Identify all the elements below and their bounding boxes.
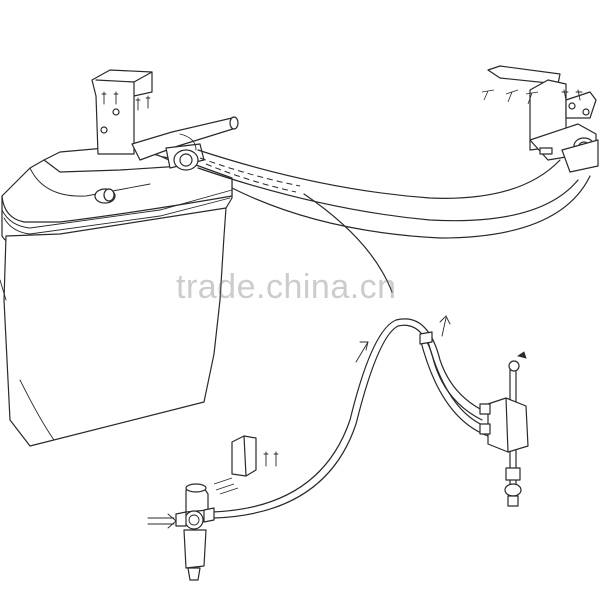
reservoir-tank xyxy=(0,145,233,447)
screw-set-wall xyxy=(481,89,590,116)
air-filter-regulator xyxy=(175,483,215,581)
breather-pipe xyxy=(131,116,239,171)
tank-mounting-bracket xyxy=(91,69,153,155)
air-tubing xyxy=(211,193,491,519)
inlet-arrow xyxy=(147,513,177,529)
pressure-switch-valve xyxy=(479,351,529,507)
wall-mounting-bracket xyxy=(481,65,599,173)
screw-set-tank xyxy=(100,91,151,134)
upflow-arrow-left xyxy=(355,341,369,363)
regulator-bracket xyxy=(213,435,279,495)
flow-arrows xyxy=(147,315,451,529)
upflow-arrow-right xyxy=(439,315,451,337)
flexible-hose xyxy=(197,149,591,239)
screw-set-regulator xyxy=(213,451,279,495)
